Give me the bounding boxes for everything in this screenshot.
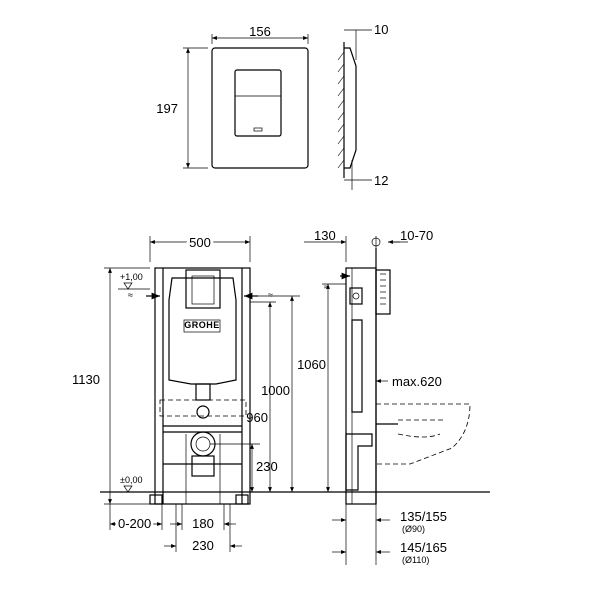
frame-width-dim: 500 [149, 232, 251, 262]
dim-d90-label: (Ø90) [402, 524, 425, 534]
width-230-label: 230 [192, 538, 214, 553]
height-960-label: 960 [246, 410, 268, 425]
height-230-label: 230 [256, 459, 278, 474]
plate-width-label: 156 [249, 24, 271, 39]
width-180-label: 180 [192, 516, 214, 531]
side-wc-pan-dashed [376, 403, 471, 465]
dim-d110-label: (Ø110) [402, 555, 429, 565]
total-height-dim: 1130 [72, 267, 150, 505]
level-floor-marker [123, 485, 133, 493]
side-valve [349, 287, 363, 305]
width-180-dim: 180 [170, 504, 236, 531]
wc-bowl-dashed [159, 399, 247, 417]
flush-plate-side [337, 42, 357, 178]
plate-thickness-dims: 10 12 [344, 22, 388, 190]
plate-height-label: 197 [156, 101, 178, 116]
height-230-dim: 230 [210, 443, 278, 492]
grohe-logo-frame [183, 319, 221, 333]
width-10-70-label: 10-70 [400, 228, 433, 243]
frame-width-label: 500 [189, 235, 211, 250]
frame-foot-left [149, 494, 163, 505]
width-130-dim: 130 [304, 228, 347, 262]
flush-connector [196, 405, 210, 419]
height-1000-label: 1000 [261, 383, 290, 398]
flush-plate-front [211, 47, 309, 169]
frame-outline [154, 267, 251, 505]
level-top-label: +1,00 [120, 272, 143, 282]
height-1060-dim: 1060 [297, 283, 346, 492]
frame-front-view: GROHE ≈ ≈ [128, 267, 273, 505]
thickness-bottom-label: 12 [374, 173, 388, 188]
cistern-body [168, 277, 237, 385]
frame-foot-right [235, 494, 249, 505]
total-height-label: 1130 [72, 372, 100, 387]
waste-pipe [191, 455, 215, 477]
plate-height-dim: 197 [156, 47, 208, 169]
width-10-70-dim: 10-70 [371, 228, 433, 262]
width-130-label: 130 [314, 228, 336, 243]
side-waste-pipe [345, 433, 373, 491]
level-top-marker [123, 282, 133, 290]
level-floor-label: ±0,00 [120, 475, 142, 485]
grohe-logo: GROHE [184, 320, 220, 330]
cistern-side [375, 269, 391, 315]
adj-0-200-dim: 0-200 [109, 504, 163, 534]
flush-plate-outline [211, 47, 309, 169]
max-620-label: max.620 [392, 374, 442, 389]
adj-label: 0-200 [118, 516, 151, 531]
thickness-top-label: 10 [374, 22, 388, 37]
height-960-dim: 960 [246, 301, 276, 492]
service-opening [185, 269, 221, 309]
plate-profile [344, 47, 357, 169]
flush-pipe [195, 383, 211, 401]
water-symbol-left: ≈ [128, 290, 133, 300]
dim-145-165-label: 145/165 [400, 540, 447, 555]
flush-button-outline [234, 69, 282, 137]
width-230-dim: 230 [164, 504, 242, 553]
side-flush-pipe [351, 319, 363, 413]
level-marks: +1,00 ±0,00 [118, 272, 150, 493]
max-620-dim: max.620 [376, 374, 442, 389]
water-symbol-right: ≈ [268, 290, 273, 300]
side-frame-outline [345, 267, 377, 505]
dim-135-155-label: 135/155 [400, 509, 447, 524]
plate-logo-mark [253, 127, 263, 132]
plate-width-dim: 156 [211, 24, 309, 44]
dim-145-165: 145/165 (Ø110) [332, 540, 447, 565]
service-opening-inner [191, 275, 215, 305]
dim-135-155: 135/155 (Ø90) [332, 504, 447, 565]
height-1060-label: 1060 [297, 357, 326, 372]
